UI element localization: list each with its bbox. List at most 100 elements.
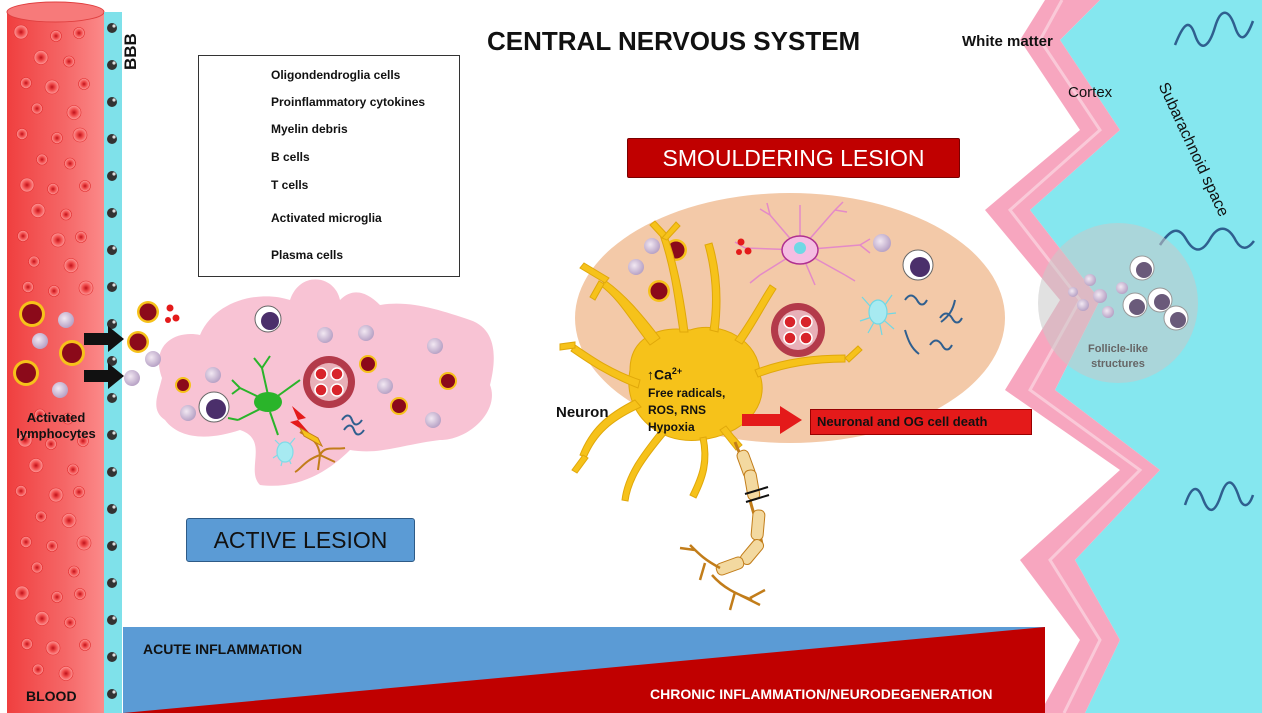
legend-item: T cells <box>199 174 459 198</box>
red-blood-cell <box>59 667 73 681</box>
red-blood-cell <box>34 51 48 65</box>
tight-junction <box>107 282 117 292</box>
red-blood-cell <box>67 106 81 120</box>
red-blood-cell <box>21 537 32 548</box>
red-blood-cell <box>35 612 49 626</box>
tight-junction <box>107 615 117 625</box>
red-blood-cell <box>79 281 93 295</box>
tight-junction <box>107 652 117 662</box>
chronic-inflammation-label: CHRONIC INFLAMMATION/NEURODEGENERATION <box>650 686 992 702</box>
red-blood-cell <box>18 231 29 242</box>
red-blood-cell <box>80 181 91 192</box>
cortex-label: Cortex <box>1068 84 1112 101</box>
legend-item: Plasma cells <box>199 244 459 268</box>
red-blood-cell <box>73 128 87 142</box>
legend-item: Proinflammatory cytokines <box>199 91 459 115</box>
tight-junction <box>107 245 117 255</box>
red-blood-cell <box>68 464 79 475</box>
red-blood-cell <box>52 592 63 603</box>
red-blood-cell <box>69 566 80 577</box>
red-blood-cell <box>75 589 86 600</box>
red-blood-cell <box>64 56 75 67</box>
activated-lymphocytes-label: Activated lymphocytes <box>6 410 106 442</box>
neuron-label: Neuron <box>556 404 609 421</box>
red-blood-cell <box>20 178 34 192</box>
follicle-label-text: Follicle-like structures <box>1088 343 1148 370</box>
red-blood-cell <box>29 256 40 267</box>
red-blood-cell <box>79 79 90 90</box>
cell-death-box: Neuronal and OG cell death <box>810 409 1032 435</box>
red-blood-cell <box>45 80 59 94</box>
active-lesion-banner: ACTIVE LESION <box>186 518 415 562</box>
tight-junction <box>107 541 117 551</box>
red-blood-cell <box>74 487 85 498</box>
calcium-text: ↑Ca <box>647 367 672 383</box>
acute-inflammation-label: ACUTE INFLAMMATION <box>143 641 302 657</box>
red-blood-cell <box>49 488 63 502</box>
tight-junction <box>107 578 117 588</box>
red-blood-cell <box>77 536 91 550</box>
tight-junction <box>107 689 117 699</box>
red-blood-cell <box>46 641 60 655</box>
bbb-label: BBB <box>121 33 141 70</box>
red-blood-cell <box>36 511 47 522</box>
red-blood-cell <box>65 158 76 169</box>
legend-label: Plasma cells <box>271 248 343 262</box>
active-lesion-title: ACTIVE LESION <box>187 519 414 561</box>
calcium-label: ↑Ca2+ <box>647 366 682 383</box>
red-blood-cell <box>48 184 59 195</box>
tight-junction <box>107 23 117 33</box>
cell-death-label: Neuronal and OG cell death <box>817 414 987 429</box>
red-blood-cell <box>51 31 62 42</box>
tight-junction <box>107 504 117 514</box>
red-blood-cell <box>49 286 60 297</box>
smouldering-lesion-title: SMOULDERING LESION <box>628 139 959 177</box>
legend-item: B cells <box>199 146 459 170</box>
legend-item: Activated microglia <box>199 207 459 231</box>
red-blood-cell <box>16 486 27 497</box>
red-blood-cell <box>22 639 33 650</box>
red-blood-cell <box>52 133 63 144</box>
smouldering-macrophage <box>771 303 825 357</box>
stress-line-1: Free radicals, <box>648 386 725 400</box>
stress-line-3: Hypoxia <box>648 420 695 434</box>
page-title: CENTRAL NERVOUS SYSTEM <box>487 26 860 57</box>
legend-label: Oligondendroglia cells <box>271 68 400 82</box>
red-blood-cell <box>64 259 78 273</box>
tight-junction <box>107 208 117 218</box>
red-blood-cell <box>21 78 32 89</box>
tight-junction <box>107 171 117 181</box>
active-lesion-macrophage <box>303 356 355 408</box>
tight-junction <box>107 97 117 107</box>
red-blood-cell <box>62 514 76 528</box>
blood-label: BLOOD <box>26 688 77 704</box>
tight-junction <box>107 430 117 440</box>
follicle-label: Follicle-like structures <box>1074 342 1162 372</box>
red-blood-cell <box>14 25 28 39</box>
neuron-axon <box>680 442 769 610</box>
legend-item: Myelin debris <box>199 118 459 142</box>
smouldering-lesion-banner: SMOULDERING LESION <box>627 138 960 178</box>
tight-junction <box>107 134 117 144</box>
red-blood-cell <box>51 233 65 247</box>
red-blood-cell <box>33 664 44 675</box>
red-blood-cell <box>23 282 34 293</box>
white-matter-label: White matter <box>962 33 1053 50</box>
red-blood-cell <box>17 129 28 140</box>
red-blood-cell <box>47 541 58 552</box>
red-blood-cell <box>15 586 29 600</box>
red-blood-cell <box>80 640 91 651</box>
legend-label: Proinflammatory cytokines <box>271 95 425 109</box>
tight-junction <box>107 393 117 403</box>
red-blood-cell <box>74 28 85 39</box>
activated-lymphocytes-text: Activated lymphocytes <box>16 410 95 441</box>
red-blood-cell <box>65 617 76 628</box>
red-blood-cell <box>29 459 43 473</box>
red-blood-cell <box>37 154 48 165</box>
legend-label: B cells <box>271 150 310 164</box>
red-blood-cell <box>61 209 72 220</box>
red-blood-cell <box>31 204 45 218</box>
tight-junction <box>107 467 117 477</box>
calcium-charge: 2+ <box>672 366 682 376</box>
